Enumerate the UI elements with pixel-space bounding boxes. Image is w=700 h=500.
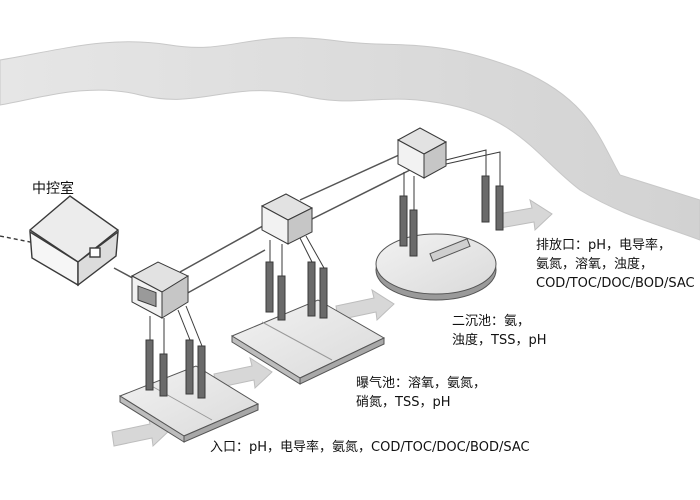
house-side: [77, 230, 119, 287]
outlet-label: 排放口：pH，电导率， 氨氮，溶氧，浊度， COD/TOC/DOC/BOD/SA…: [536, 236, 695, 293]
outlet-label-line-3: COD/TOC/DOC/BOD/SAC: [536, 276, 695, 291]
secondary-label-line-1: 二沉池：氨，: [452, 314, 531, 329]
inlet-label: 入口：pH，电导率，氨氮，COD/TOC/DOC/BOD/SAC: [210, 440, 530, 455]
secondary-clarifier: [375, 233, 497, 301]
aeration-label: 曝气池：溶氧，氨氮， 硝氮，TSS，pH: [356, 374, 486, 412]
outlet-label-line-1: 排放口：pH，电导率，: [536, 238, 672, 253]
control-room-label: 中控室: [32, 181, 74, 197]
outlet-label-line-2: 氨氮，溶氧，浊度，: [536, 257, 654, 272]
secondary-label: 二沉池：氨， 浊度，TSS，pH: [452, 312, 546, 350]
control-room-house: [0, 195, 120, 287]
sensor-probes: [145, 149, 504, 399]
flow-arrow-outlet: [497, 198, 553, 232]
controller-inlet: [130, 261, 190, 319]
house-window: [89, 247, 101, 258]
probes-aeration: [265, 235, 328, 321]
aeration-label-line-1: 曝气池：溶氧，氨氮，: [356, 376, 487, 391]
controller-secondary: [396, 127, 448, 179]
aeration-basin: [230, 299, 386, 385]
secondary-label-line-2: 浊度，TSS，pH: [452, 333, 547, 348]
controller-aeration: [260, 193, 314, 245]
inlet-basin: [118, 365, 260, 443]
probes-secondary: [399, 149, 504, 257]
aeration-label-line-2: 硝氮，TSS，pH: [356, 395, 451, 410]
river-band: [0, 37, 700, 241]
probes-inlet: [145, 305, 206, 399]
controllers: [130, 127, 448, 319]
